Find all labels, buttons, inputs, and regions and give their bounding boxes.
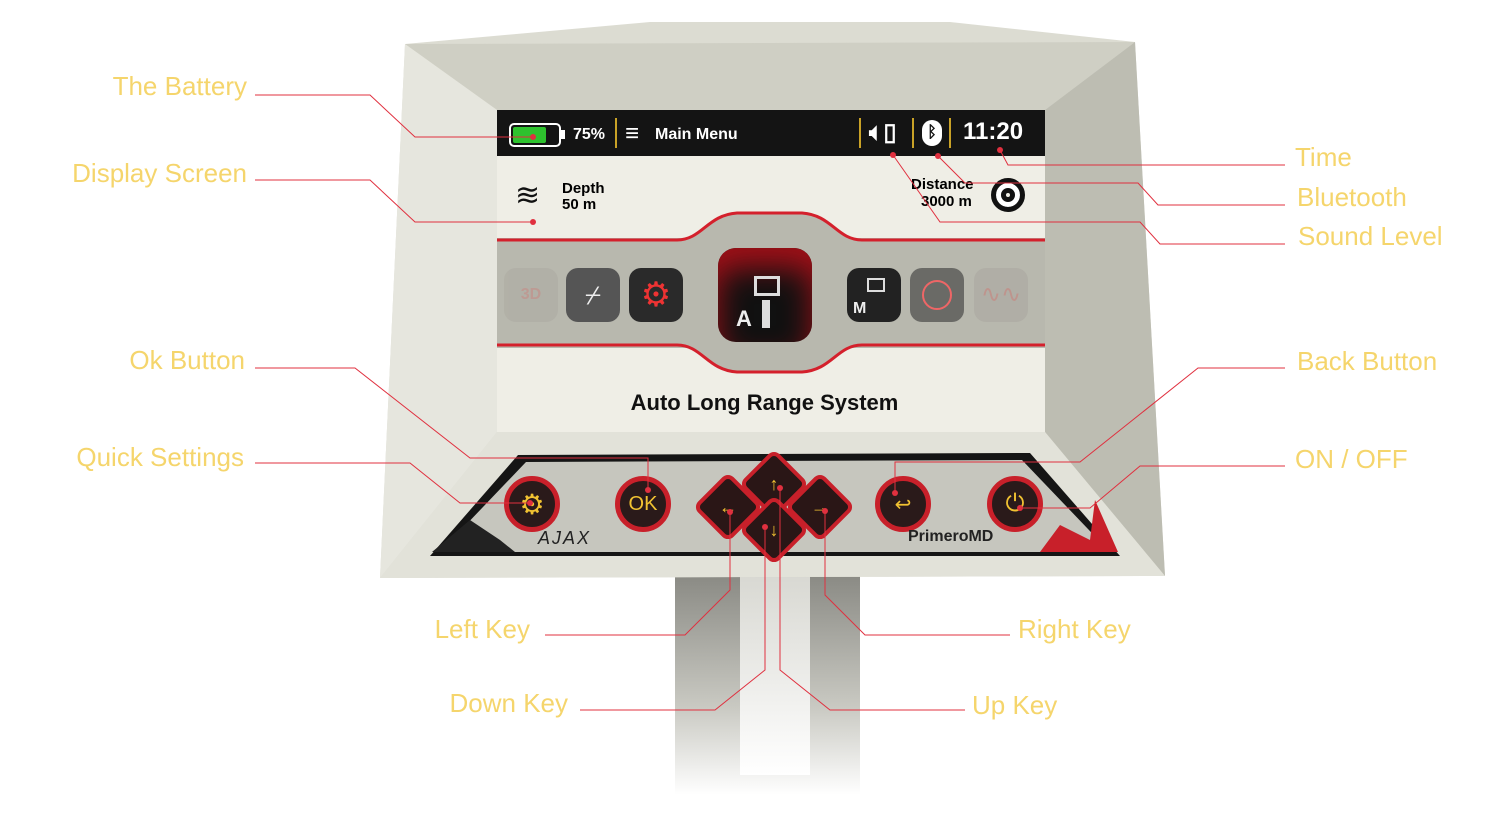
distance-value: 3000 m — [921, 193, 972, 210]
mode-manual-long-range-icon[interactable]: M — [847, 268, 901, 322]
callout-up-key: Up Key — [972, 690, 1058, 720]
power-button[interactable]: ⏻ — [987, 476, 1043, 532]
mode-3d-scan-icon[interactable]: 3D — [504, 268, 558, 322]
battery-percent: 75% — [573, 126, 606, 143]
distance-label: Distance — [911, 176, 974, 193]
depth-value: 50 m — [562, 196, 597, 213]
status-bar: 75% ≡ Main Menu 🔈︎▯ ᛒ 11:20 — [497, 110, 1045, 156]
callout-on-off: ON / OFF — [1295, 444, 1408, 474]
callout-left-key: Left Key — [434, 614, 530, 644]
battery-icon — [509, 123, 561, 147]
mode-metal-detector-icon[interactable]: ⌿ — [566, 268, 620, 322]
back-button[interactable]: ↩ — [875, 476, 931, 532]
bluetooth-icon[interactable]: ᛒ — [922, 120, 942, 146]
battery-fill — [513, 127, 546, 143]
mode-waveform-icon[interactable]: ∿∿ — [974, 268, 1028, 322]
menu-icon[interactable]: ≡ — [625, 120, 640, 147]
main-menu-button[interactable]: Main Menu — [655, 126, 738, 143]
ajax-logo: AJAX — [538, 528, 592, 548]
callout-bluetooth: Bluetooth — [1297, 182, 1407, 212]
stand-pole-highlight — [740, 575, 810, 775]
callout-back-button: Back Button — [1297, 346, 1438, 376]
depth-label: Depth — [562, 180, 605, 197]
callout-battery: The Battery — [112, 71, 247, 101]
callout-display-screen: Display Screen — [72, 158, 247, 188]
radar-target-icon — [991, 178, 1025, 212]
callout-sound-level: Sound Level — [1298, 221, 1443, 251]
display-screen: 75% ≡ Main Menu 🔈︎▯ ᛒ 11:20 ≋ Depth 50 m… — [497, 110, 1045, 432]
primero-md-logo: PrimeroMD — [908, 528, 994, 545]
clock-time: 11:20 — [963, 118, 1024, 145]
sound-level-icon[interactable]: 🔈︎▯ — [869, 119, 897, 146]
callout-time: Time — [1295, 142, 1352, 172]
callout-ok-button: Ok Button — [129, 345, 245, 375]
mode-target-locator-icon[interactable] — [910, 268, 964, 322]
callout-right-key: Right Key — [1018, 614, 1131, 644]
depth-layers-icon: ≋ — [515, 179, 541, 212]
mode-auto-long-range-icon[interactable]: A — [718, 248, 812, 342]
callout-quick-settings: Quick Settings — [76, 442, 244, 472]
ok-button[interactable]: OK — [615, 476, 671, 532]
mode-settings-gear-icon[interactable]: ⚙ — [629, 268, 683, 322]
mode-title: Auto Long Range System — [630, 390, 899, 415]
callout-down-key: Down Key — [449, 688, 569, 718]
